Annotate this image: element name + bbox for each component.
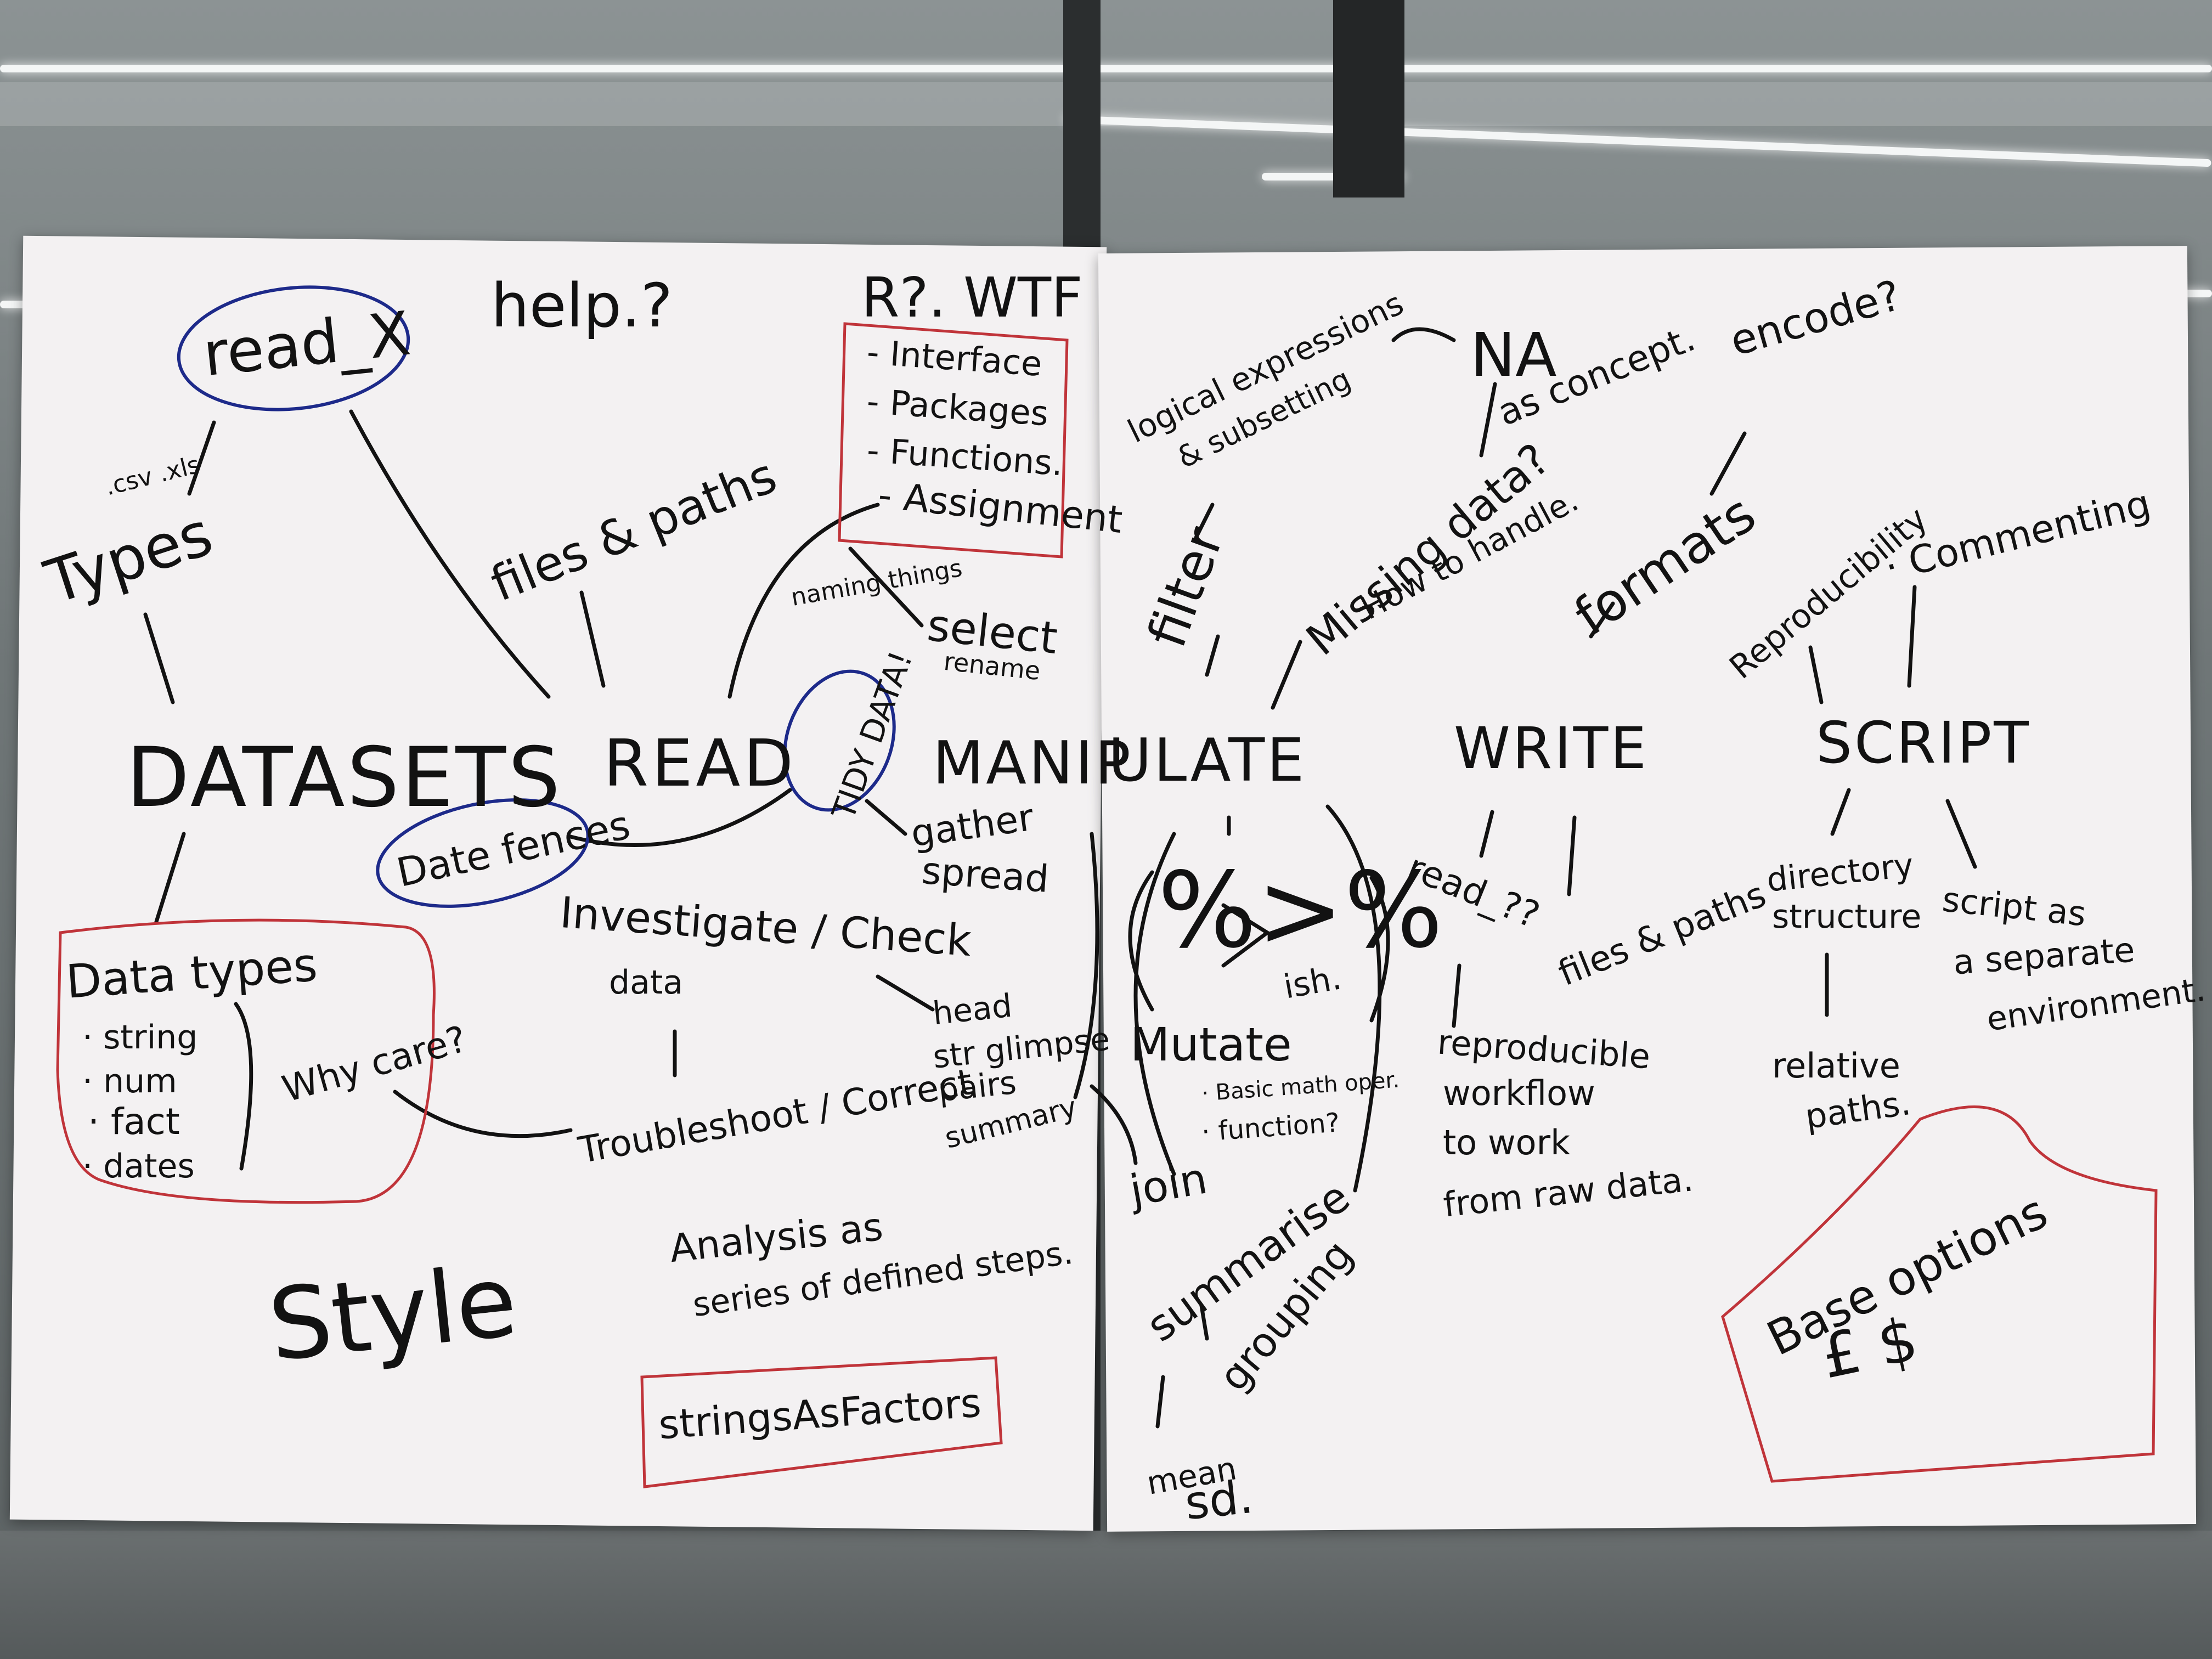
reproducible-label: to work: [1443, 1122, 1570, 1163]
data-types-item: · num: [82, 1062, 177, 1101]
head-list-item: head: [930, 986, 1014, 1032]
read-heading: READ: [603, 725, 797, 801]
datasets-heading: DATASETS: [126, 730, 563, 826]
investigate-data-label: data: [609, 963, 684, 1002]
relative-label: relative: [1772, 1046, 1900, 1086]
script-heading: SCRIPT: [1816, 709, 2031, 776]
data-types-item: · dates: [82, 1147, 195, 1186]
manip-heading: MANIP: [933, 729, 1133, 798]
spread-label: spread: [920, 849, 1051, 901]
na-label: NA: [1470, 320, 1557, 390]
reproducible-label: workflow: [1443, 1073, 1595, 1113]
ceiling-light-strip: [0, 65, 2212, 72]
pipe-operator: %>%: [1158, 850, 1443, 971]
write-heading: WRITE: [1454, 715, 1649, 782]
floor: [0, 1531, 2212, 1659]
help-label: help.?: [491, 270, 673, 341]
sd-label: sd.: [1182, 1469, 1256, 1531]
r-wtf-label: R?. WTF: [861, 266, 1083, 330]
window-pillar-dark: [1333, 0, 1404, 198]
ulate-heading: ULATE: [1108, 726, 1307, 795]
style-heading: Style: [263, 1243, 522, 1384]
data-types-item: · fact: [88, 1101, 180, 1143]
data-types-item: · string: [82, 1018, 198, 1057]
structure-label: structure: [1772, 898, 1922, 936]
mutate-label: Mutate: [1130, 1018, 1292, 1071]
